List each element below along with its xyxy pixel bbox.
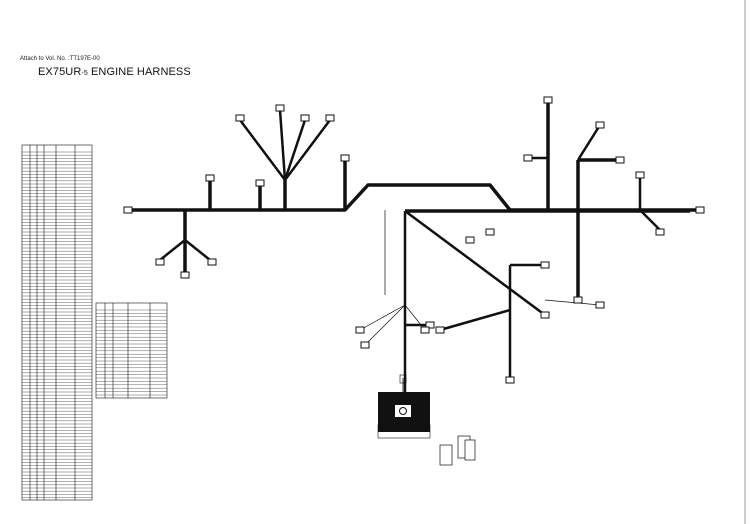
harness-branches [159,109,661,395]
title-model: EX75UR [38,66,82,78]
connector-icon [300,114,310,122]
connector-icon [695,206,705,214]
connector-icon [465,236,475,244]
connector-icon [540,261,550,269]
connector-icon [435,326,445,334]
attach-note: Attach to Vol. No. :TT197E-00 [20,56,100,62]
connector-panel [377,374,431,439]
relay-box [439,435,476,466]
page-title: EX75UR-5 ENGINE HARNESS [38,66,191,78]
connector-icon [540,311,550,319]
connector-icon [325,114,335,122]
title-suffix: -5 [81,70,88,77]
thin-leads [359,210,601,346]
connector-icon [635,171,645,179]
wire-table-secondary [95,302,168,399]
connector-icon [523,154,533,162]
connector-icon [485,228,495,236]
connector-icon [207,258,217,266]
connector-icon [595,121,605,129]
connector-icon [340,154,350,162]
connector-icon [155,258,165,266]
connector-icon [123,206,133,214]
connector-icon [360,341,370,349]
connector-icon [573,296,583,304]
connectors [123,96,705,384]
connector-icon [235,114,245,122]
title-rest: ENGINE HARNESS [87,66,191,78]
page-edge [744,0,746,524]
connector-icon [275,104,285,112]
wire-table-main-rows [22,151,92,498]
connector-icon [425,321,435,329]
connector-icon [255,179,265,187]
connector-icon [543,96,553,104]
wire-table-main [21,144,93,501]
harness-trunk [128,100,700,300]
connector-icon [655,228,665,236]
connector-icon [595,301,605,309]
connector-icon [205,174,215,182]
connector-icon [420,326,430,334]
connector-icon [615,156,625,164]
connector-icon [180,271,190,279]
wire-table-secondary-rows [96,309,167,396]
connector-icon [505,376,515,384]
connector-icon [355,326,365,334]
